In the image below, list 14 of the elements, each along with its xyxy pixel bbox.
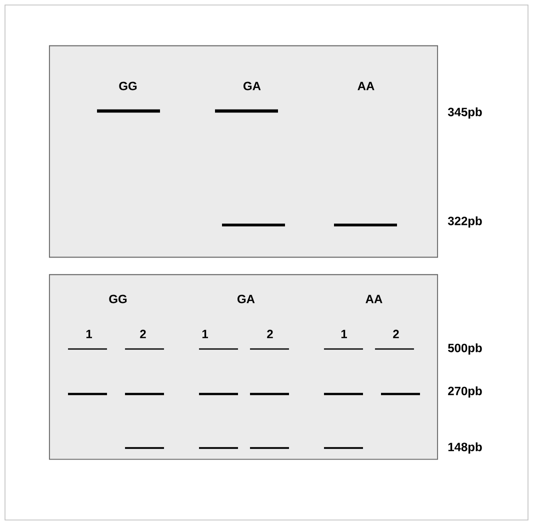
lane-label: AA [366, 294, 382, 304]
lane-label: GG [109, 294, 127, 304]
lane-number: 2 [267, 330, 273, 338]
gel-panel [48, 274, 438, 460]
gel-panel [48, 45, 438, 258]
lane-label: GA [244, 82, 261, 90]
lane-number: 1 [341, 330, 347, 338]
lane-number: 2 [393, 330, 399, 338]
lane-number: 1 [202, 330, 208, 338]
lane-label: AA [358, 82, 374, 90]
lane-label: GG [119, 82, 137, 90]
lane-label: GA [238, 294, 255, 304]
lane-number: 1 [86, 330, 92, 338]
lane-number: 2 [140, 330, 146, 338]
